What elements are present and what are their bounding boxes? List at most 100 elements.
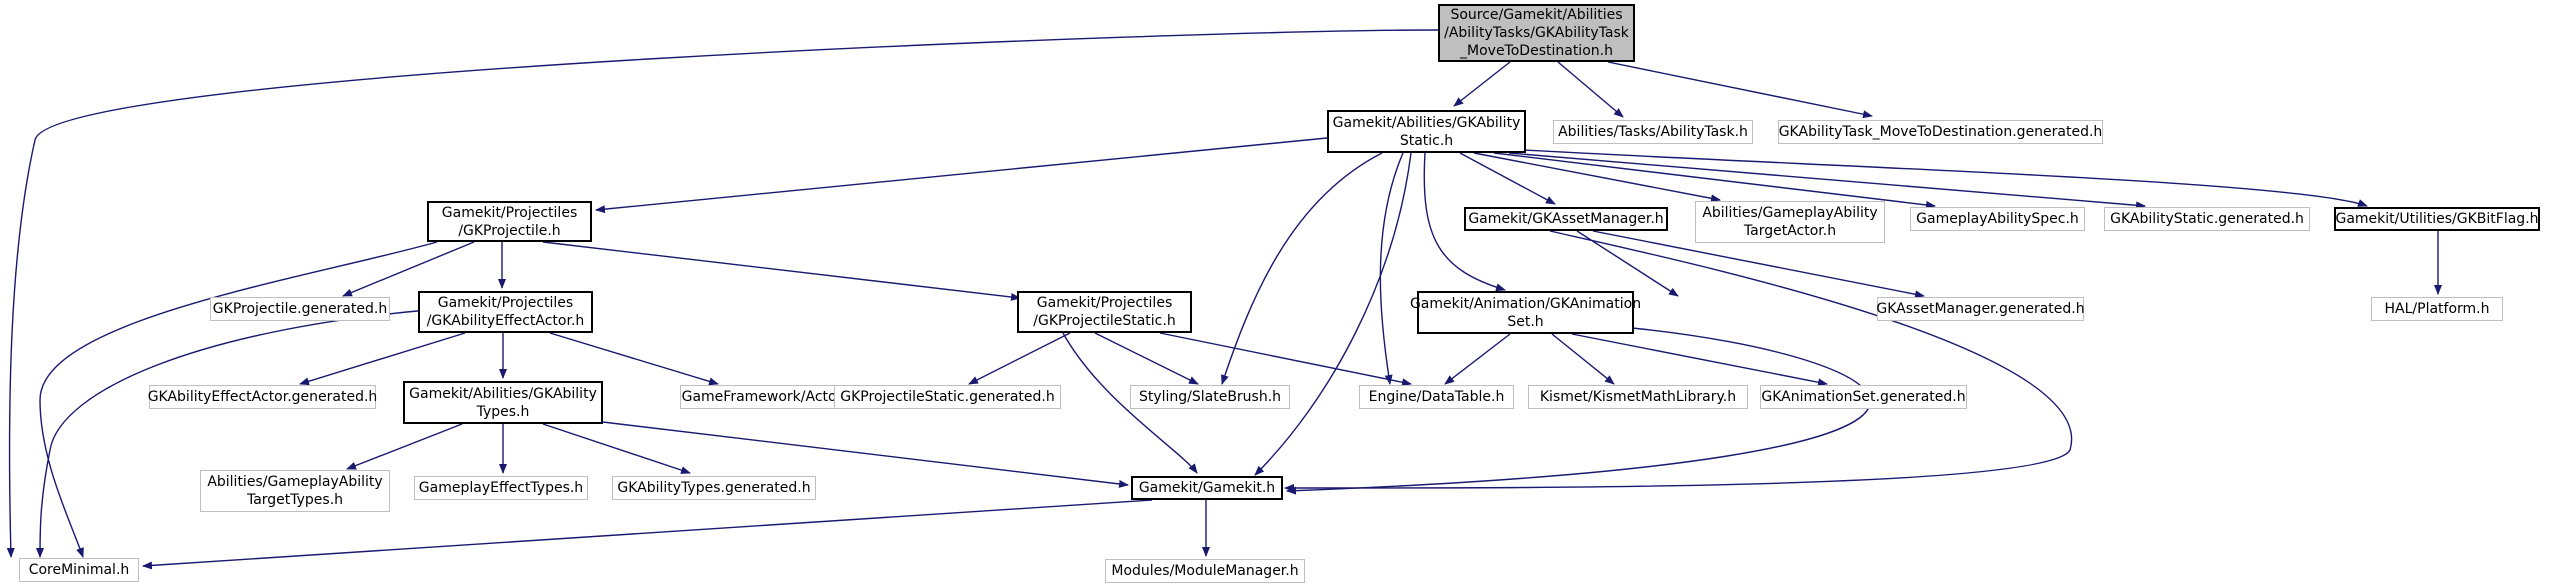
dependency-edge — [1473, 152, 1721, 203]
edges-layer — [6, 29, 2442, 570]
node-gamekit-h[interactable]: Gamekit/Gamekit.h — [1131, 476, 1283, 500]
node-gkabilityeffectactor-gen: GKAbilityEffectActor.generated.h — [148, 385, 378, 409]
node-label: GKAbilityEffectActor.generated.h — [148, 388, 378, 406]
node-label: GKProjectileStatic.generated.h — [840, 388, 1054, 406]
dependency-edge — [346, 423, 463, 470]
dependency-edge — [542, 423, 691, 474]
node-label-line: /AbilityTasks/GKAbilityTask — [1444, 25, 1629, 41]
dependency-edge — [542, 241, 1021, 301]
node-label-line: GKAbilityStatic.generated.h — [2110, 211, 2304, 227]
node-gameframework-actor: GameFramework/Actor.h — [680, 385, 856, 409]
node-movetodest-gen: GKAbilityTask_MoveToDestination.generate… — [1778, 120, 2103, 144]
node-label-line: GKAbilityTypes.generated.h — [617, 480, 811, 496]
node-label-line: Static.h — [1399, 132, 1454, 149]
node-label-line: Set.h — [1507, 313, 1544, 330]
dependency-edge — [1521, 149, 2368, 207]
node-coreminimal: CoreMinimal.h — [19, 558, 139, 582]
dependency-edge — [142, 499, 1153, 570]
node-label-line: Gamekit/Animation/GKAnimation — [1409, 295, 1642, 312]
node-label: Gamekit/GKAssetManager.h — [1468, 210, 1663, 228]
dependency-edge — [1459, 152, 1556, 205]
node-label-line: GKProjectileStatic.generated.h — [840, 389, 1055, 405]
dependency-edge — [1493, 152, 1936, 209]
node-label-line: /GKProjectile.h — [458, 222, 561, 239]
node-root[interactable]: Source/Gamekit/Abilities/AbilityTasks/GK… — [1438, 4, 1635, 62]
dependency-edge — [342, 241, 475, 297]
node-gkabilitystatic-gen: GKAbilityStatic.generated.h — [2104, 207, 2310, 231]
node-label: Gamekit/Utilities/GKBitFlag.h — [2335, 210, 2538, 228]
node-label-line: GKAbilityEffectActor.generated.h — [147, 389, 378, 405]
dependency-edge — [1607, 61, 1873, 119]
node-label-line: GKAssetManager.generated.h — [1876, 301, 2085, 317]
node-label-line: GameplayEffectTypes.h — [418, 480, 584, 496]
node-label-line: Gamekit/Projectiles — [1036, 295, 1173, 311]
dependency-edge — [1557, 61, 1624, 118]
node-label-line: HAL/Platform.h — [2384, 301, 2490, 317]
node-label-line: TargetActor.h — [1743, 223, 1837, 239]
node-gkbitflag[interactable]: Gamekit/Utilities/GKBitFlag.h — [2334, 207, 2540, 231]
dependency-edge — [1453, 61, 1511, 107]
node-gameplayeffecttypes: GameplayEffectTypes.h — [414, 476, 588, 500]
node-label: Source/Gamekit/Abilities/AbilityTasks/GK… — [1444, 6, 1629, 60]
node-modulemanager: Modules/ModuleManager.h — [1105, 559, 1305, 583]
node-label-line: /GKAbilityEffectActor.h — [426, 313, 585, 329]
node-label-line: Gamekit/Abilities/GKAbility — [409, 385, 597, 402]
node-label-line: GameplayAbilitySpec.h — [1916, 211, 2079, 227]
node-label: GKAnimationSet.generated.h — [1761, 388, 1965, 406]
node-gkprojectilestatic-gen: GKProjectileStatic.generated.h — [834, 385, 1061, 409]
node-label-line: CoreMinimal.h — [28, 562, 130, 578]
node-gkprojectilestatic[interactable]: Gamekit/Projectiles/GKProjectileStatic.h — [1017, 291, 1192, 333]
node-label: GameplayAbilitySpec.h — [1916, 210, 2079, 228]
node-label-line: Source/Gamekit/Abilities — [1450, 7, 1623, 23]
node-label: Gamekit/Projectiles/GKProjectile.h — [442, 204, 577, 240]
node-label: Gamekit/Gamekit.h — [1139, 479, 1275, 497]
node-label: GameFramework/Actor.h — [682, 388, 855, 406]
node-datatable: Engine/DataTable.h — [1359, 385, 1514, 409]
node-label: GameplayEffectTypes.h — [419, 479, 583, 497]
node-label-line: Abilities/Tasks/AbilityTask.h — [1558, 124, 1748, 140]
node-gkprojectile[interactable]: Gamekit/Projectiles/GKProjectile.h — [427, 201, 592, 242]
node-label-line: GKAbilityTask_MoveToDestination.generate… — [1778, 124, 2103, 140]
node-label-line: Abilities/GameplayAbility — [1702, 205, 1878, 221]
node-label: Modules/ModuleManager.h — [1111, 562, 1298, 580]
node-label-line: TargetTypes.h — [246, 492, 344, 508]
node-label-line: Abilities/GameplayAbility — [207, 474, 383, 490]
dependency-edge — [1284, 230, 2073, 493]
node-gkassetmanager-gen: GKAssetManager.generated.h — [1876, 297, 2085, 321]
node-label-line: Gamekit/Gamekit.h — [1138, 480, 1276, 496]
node-gkabilityeffectactor[interactable]: Gamekit/Projectiles/GKAbilityEffectActor… — [418, 291, 593, 333]
node-label: Styling/SlateBrush.h — [1139, 388, 1281, 406]
node-label-line: Gamekit/Abilities/GKAbility — [1332, 114, 1521, 131]
node-label: GKAssetManager.generated.h — [1876, 300, 2084, 318]
node-gkassetmanager[interactable]: Gamekit/GKAssetManager.h — [1464, 207, 1668, 231]
node-label-line: Gamekit/Utilities/GKBitFlag.h — [2335, 211, 2539, 227]
node-label: GKAbilityTask_MoveToDestination.generate… — [1779, 123, 2103, 141]
node-label-line: /GKProjectileStatic.h — [1033, 313, 1176, 329]
node-label-line: GKAnimationSet.generated.h — [1761, 389, 1966, 405]
node-label: Abilities/Tasks/AbilityTask.h — [1558, 123, 1748, 141]
dependency-edge — [1094, 332, 1199, 385]
dependency-edge — [6, 29, 1439, 558]
node-label-line: Engine/DataTable.h — [1368, 389, 1505, 405]
node-label-line: Gamekit/Projectiles — [441, 204, 578, 221]
dependency-edge — [1551, 333, 1615, 385]
node-label-line: Styling/SlateBrush.h — [1138, 389, 1282, 405]
node-gkprojectile-gen: GKProjectile.generated.h — [210, 297, 390, 321]
node-hal-platform: HAL/Platform.h — [2371, 297, 2503, 321]
dependency-edge — [39, 241, 438, 558]
node-label: CoreMinimal.h — [29, 561, 130, 579]
node-label: GKAbilityTypes.generated.h — [617, 479, 810, 497]
dependency-edge — [1286, 327, 1871, 495]
dependency-edge — [1159, 332, 1412, 387]
dependency-edge — [1576, 230, 1679, 297]
dependency-edge — [1444, 333, 1511, 385]
